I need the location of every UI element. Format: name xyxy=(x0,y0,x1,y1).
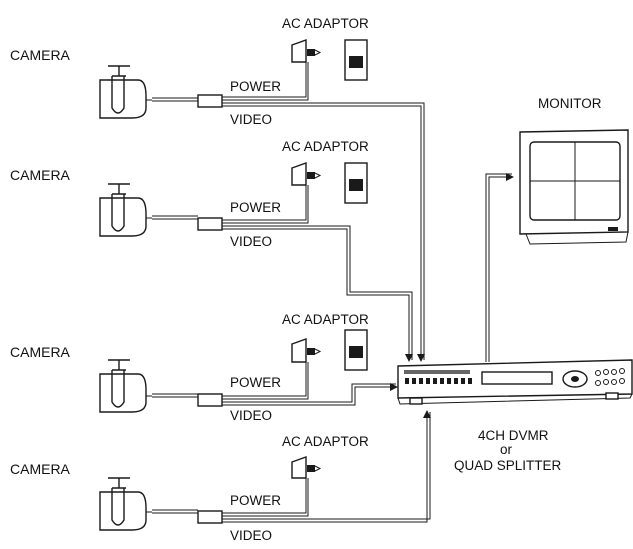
ac-adaptor-plug-icon xyxy=(291,39,322,63)
power-label: POWER xyxy=(230,375,281,390)
camera-row-1: CAMERA AC ADAPTOR POWER VIDEO xyxy=(10,16,424,360)
recorder-label-line2: or xyxy=(500,442,513,457)
camera-label: CAMERA xyxy=(10,344,71,360)
power-video-cable xyxy=(152,412,430,524)
ac-adaptor-plug-icon xyxy=(291,162,322,186)
camera-icon xyxy=(99,359,152,413)
power-label: POWER xyxy=(230,200,281,215)
wall-outlet-icon xyxy=(344,162,368,204)
dvmr-unit xyxy=(397,359,633,405)
video-label: VIDEO xyxy=(230,112,272,127)
ac-adaptor-label: AC ADAPTOR xyxy=(282,16,369,31)
video-label: VIDEO xyxy=(230,234,272,249)
wall-outlet-icon xyxy=(344,329,368,371)
camera-icon xyxy=(99,65,152,119)
camera-icon xyxy=(99,477,152,531)
camera-label: CAMERA xyxy=(10,47,71,63)
ac-adaptor-label: AC ADAPTOR xyxy=(282,139,369,154)
power-video-cable xyxy=(152,362,396,407)
camera-row-4: CAMERA AC ADAPTOR POWER VIDEO xyxy=(10,412,430,543)
camera-label: CAMERA xyxy=(10,167,71,183)
power-label: POWER xyxy=(230,79,281,94)
power-label: POWER xyxy=(230,493,281,508)
power-video-cable xyxy=(152,62,424,360)
ac-adaptor-plug-icon xyxy=(291,456,322,479)
ac-adaptor-label: AC ADAPTOR xyxy=(282,434,369,449)
video-label: VIDEO xyxy=(230,528,272,543)
ac-adaptor-plug-icon xyxy=(291,338,322,363)
camera-row-3: CAMERA AC ADAPTOR POWER VIDEO xyxy=(10,312,396,423)
dvmr-display-icon xyxy=(481,371,553,385)
dvmr-to-monitor-cable xyxy=(485,174,512,362)
camera-row-2: CAMERA AC ADAPTOR POWER VIDEO xyxy=(10,139,412,360)
dvmr-button-row xyxy=(405,378,472,384)
recorder-label-line1: 4CH DVMR xyxy=(478,428,549,443)
power-video-cable xyxy=(152,185,412,360)
monitor-label: MONITOR xyxy=(538,96,602,111)
monitor-icon xyxy=(519,129,629,245)
wall-outlet-icon xyxy=(344,39,368,81)
recorder-label-line3: QUAD SPLITTER xyxy=(454,458,562,473)
camera-label: CAMERA xyxy=(10,461,71,477)
ac-adaptor-label: AC ADAPTOR xyxy=(282,312,369,327)
camera-icon xyxy=(99,183,152,237)
video-label: VIDEO xyxy=(230,408,272,423)
